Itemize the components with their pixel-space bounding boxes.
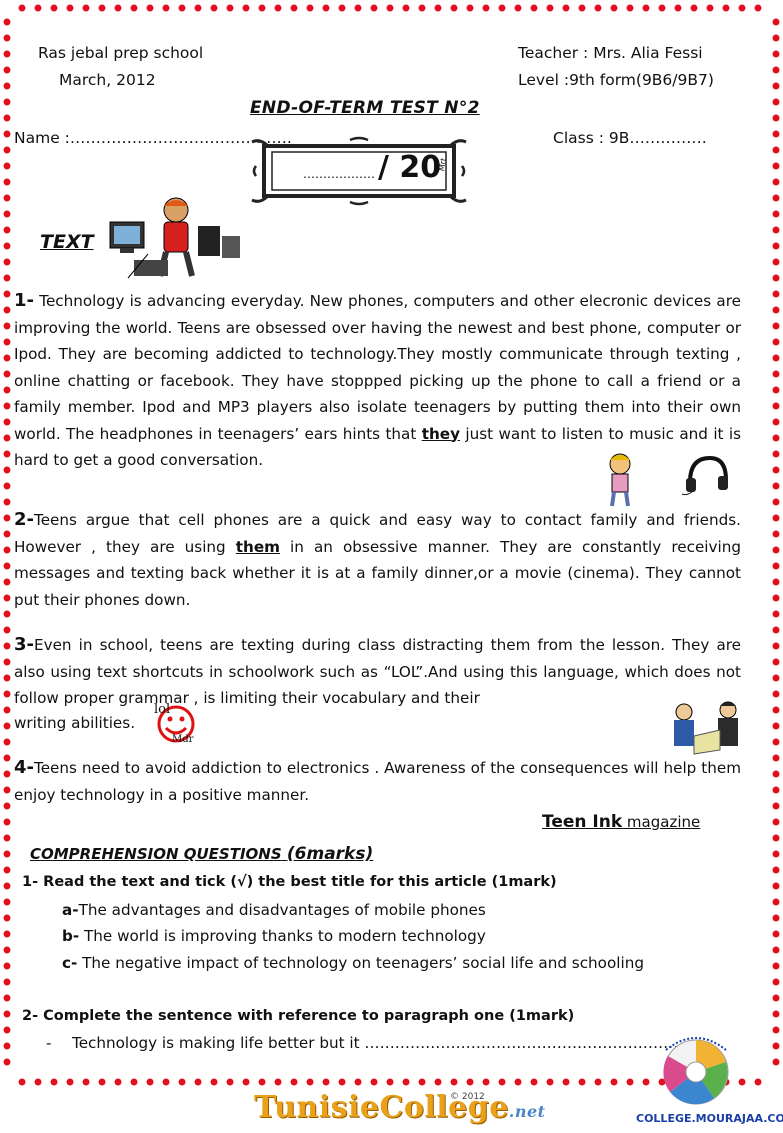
paragraph-2-number: 2- (14, 509, 34, 530)
option-a-text: The advantages and disadvantages of mobi… (78, 901, 486, 919)
question-1-option-c[interactable]: c- The negative impact of technology on … (62, 954, 644, 972)
paragraph-1-text-a: Technology is advancing everyday. New ph… (14, 292, 741, 443)
top-dotted-border (14, 2, 769, 14)
question-2-sentence[interactable]: Technology is making life better but it … (72, 1034, 689, 1052)
logo-net-text: .net (508, 1102, 546, 1121)
paragraph-1-text-b: just want to listen to music and it is h… (14, 424, 742, 470)
source-type: magazine (622, 813, 701, 831)
mdr-label: Mdr (172, 734, 194, 745)
paragraph-3-text-a: Even in school, teens are texting during… (14, 636, 741, 707)
paragraph-1: 1- Technology is advancing everyday. New… (14, 288, 741, 474)
girl-with-headphones-icon (609, 453, 631, 507)
teacher-name: Teacher : Mrs. Alia Fessi (518, 44, 703, 62)
source-name: Teen Ink (542, 812, 623, 832)
test-date: March, 2012 (59, 71, 156, 89)
score-box: ……………… / 20 Mrt (250, 136, 468, 206)
paragraph-3-text-b: writing abilities. (14, 714, 136, 732)
name-field: Name :……………………………………. (14, 129, 292, 147)
option-b-text: The world is improving thanks to modern … (79, 927, 486, 945)
class-level: Level :9th form(9B6/9B7) (518, 71, 714, 89)
teen-with-gadgets-icon (109, 197, 240, 279)
lol-smiley-icon: lol Mdr (146, 700, 212, 748)
bottom-dotted-border (14, 1076, 769, 1088)
comprehension-title: COMPREHENSION QUESTIONS (30, 845, 282, 863)
headphones-icon (682, 455, 728, 496)
mourajaa-circle-logo-icon (663, 1037, 729, 1105)
reference-word-them: them (235, 537, 280, 556)
ornate-frame-icon (251, 136, 467, 206)
college-url[interactable]: COLLEGE.MOURAJAA.COM (636, 1112, 783, 1125)
class-field: Class : 9B…………… (553, 129, 707, 147)
comprehension-marks: (6marks) (286, 844, 374, 864)
score-total: / 20 (378, 150, 442, 185)
text-section-label: TEXT (40, 231, 94, 253)
paragraph-4-text-a: Teens need to avoid addiction to electro… (14, 759, 741, 804)
logo-main-text: TunisieCollege (254, 1090, 509, 1125)
right-dotted-border (770, 14, 782, 1073)
paragraph-2: 2-Teens argue that cell phones are a qui… (14, 507, 741, 613)
copyright-note: © 2012 (450, 1092, 485, 1102)
question-2: 2- Complete the sentence with reference … (22, 1008, 575, 1024)
paragraph-3-number: 3- (14, 634, 34, 655)
paragraph-2-text-a: Teens argue that cell phones are a quick… (14, 511, 741, 556)
question-1-option-b[interactable]: b- The world is improving thanks to mode… (62, 927, 486, 945)
lol-label: lol (154, 702, 171, 717)
test-title: END-OF-TERM TEST N°2 (250, 98, 480, 118)
paragraph-2-text-b: in an obsessive manner. They are constan… (14, 537, 741, 609)
reference-word-they: they (421, 424, 460, 443)
question-1-option-a[interactable]: a-The advantages and disadvantages of mo… (62, 901, 486, 919)
option-c-text: The negative impact of technology on tee… (77, 954, 644, 972)
paragraph-4-number: 4- (14, 757, 34, 778)
option-c-letter: c- (62, 954, 78, 972)
text-source: Teen Ink magazine (542, 812, 700, 832)
students-studying-icon (674, 701, 738, 755)
tunisiecollege-logo: TunisieCollege.net (254, 1090, 546, 1125)
option-a-letter: a- (62, 901, 79, 919)
score-blank: ……………… (303, 167, 375, 181)
school-name: Ras jebal prep school (38, 44, 204, 62)
question-1: 1- Read the text and tick (√) the best t… (22, 874, 557, 890)
paragraph-3: 3-Even in school, teens are texting duri… (14, 632, 741, 712)
comprehension-heading: COMPREHENSION QUESTIONS (6marks) (30, 844, 373, 864)
paragraph-1-number: 1- (14, 290, 34, 311)
left-dotted-border (1, 14, 13, 1073)
question-2-dash: - (46, 1034, 52, 1052)
option-b-letter: b- (62, 927, 80, 945)
paragraph-4: 4-Teens need to avoid addiction to elect… (14, 755, 741, 808)
